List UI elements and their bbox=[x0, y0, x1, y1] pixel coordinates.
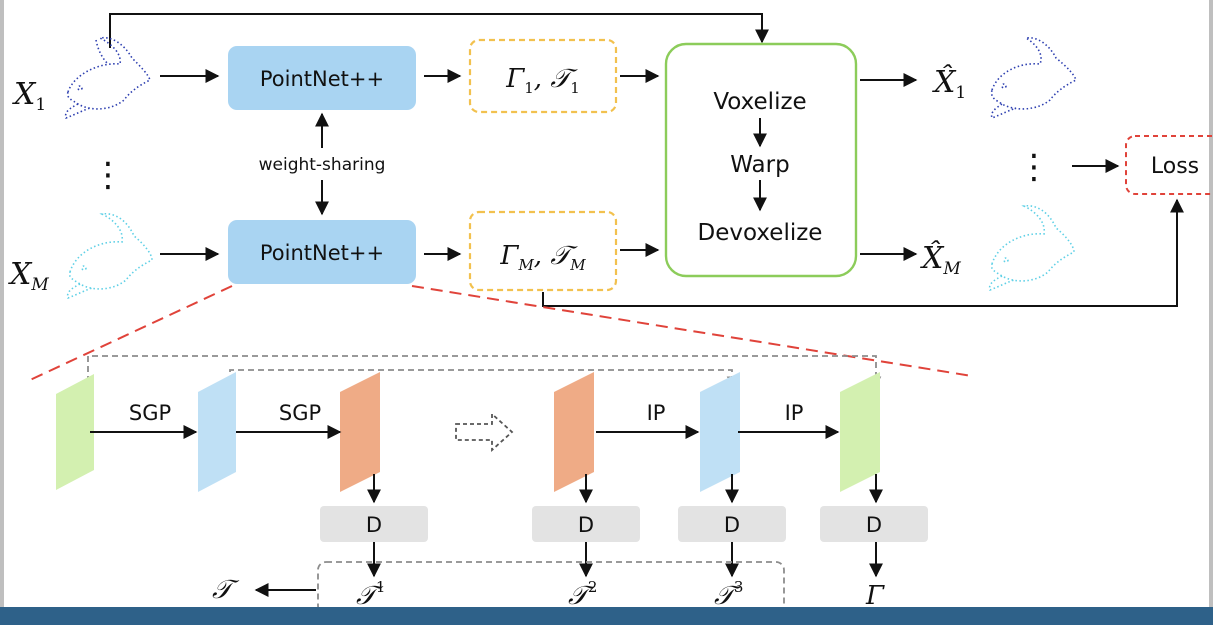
pointnet-label-top: PointNet++ bbox=[260, 67, 384, 91]
xhat1-label: X̂1 bbox=[932, 65, 966, 103]
fish-point-cloud-output-bottom bbox=[988, 204, 1075, 292]
bottom-bar bbox=[0, 607, 1213, 625]
gamma-tau-1-label: Γ1, 𝒯1 bbox=[505, 64, 580, 97]
feature-map-orange-left bbox=[340, 372, 380, 492]
frame-left-border bbox=[0, 0, 4, 607]
ip-label-2: IP bbox=[785, 401, 804, 425]
frame-right-border bbox=[1209, 0, 1213, 607]
fish-point-cloud-output-top bbox=[990, 36, 1077, 120]
zoom-line-left bbox=[29, 285, 233, 381]
xhatm-label: X̂M bbox=[920, 241, 961, 279]
vdots-right: ⋮ bbox=[1017, 147, 1051, 187]
gamma-tau-1-box bbox=[468, 38, 618, 114]
sgp-label-1: SGP bbox=[129, 401, 171, 425]
ip-label-1: IP bbox=[647, 401, 666, 425]
d-label-2: D bbox=[578, 513, 594, 537]
d-box-1 bbox=[320, 506, 428, 542]
feature-map-green-right bbox=[840, 372, 880, 492]
feature-map-blue-left bbox=[198, 372, 236, 492]
d-label-3: D bbox=[724, 513, 740, 537]
feature-map-blue-right bbox=[700, 372, 740, 492]
x1-label: X1 bbox=[12, 77, 46, 115]
tau-aggregate-label: 𝒯 bbox=[212, 575, 240, 605]
feature-map-green-left bbox=[56, 374, 94, 490]
fish-point-cloud-top bbox=[64, 36, 151, 120]
skip-dashed-inner bbox=[229, 369, 738, 392]
pointnet-label-bottom: PointNet++ bbox=[260, 241, 384, 265]
connection-gammam-to-loss bbox=[542, 198, 1184, 307]
weight-sharing-label: weight-sharing bbox=[259, 155, 386, 175]
d-label-1: D bbox=[366, 513, 382, 537]
d-label-4: D bbox=[866, 513, 882, 537]
pointnet-box-bottom bbox=[228, 220, 416, 284]
skip-dashed-outer bbox=[87, 355, 882, 392]
skip-connection-top bbox=[109, 13, 769, 48]
vdots-left: ⋮ bbox=[91, 155, 125, 195]
zoom-line-right bbox=[411, 285, 973, 377]
devoxelize-label: Devoxelize bbox=[698, 220, 823, 246]
fish-point-cloud-bottom bbox=[66, 212, 153, 300]
warp-label: Warp bbox=[730, 152, 789, 178]
gamma-tau-m-box bbox=[468, 210, 618, 292]
gamma-tau-m-label: ΓM, 𝒯M bbox=[499, 241, 586, 274]
loss-label: Loss bbox=[1151, 154, 1199, 179]
sgp-label-2: SGP bbox=[279, 401, 321, 425]
d-box-4 bbox=[820, 506, 928, 542]
voxelize-label: Voxelize bbox=[713, 89, 806, 115]
voxel-warp-block bbox=[664, 42, 858, 278]
transition-arrow bbox=[455, 411, 514, 453]
feature-map-orange-right bbox=[554, 372, 594, 492]
xm-label: XM bbox=[8, 257, 49, 295]
pointnet-box-top bbox=[228, 46, 416, 110]
d-box-2 bbox=[532, 506, 640, 542]
gamma-output-label: Γ bbox=[865, 581, 885, 611]
loss-box bbox=[1125, 135, 1213, 195]
d-box-3 bbox=[678, 506, 786, 542]
